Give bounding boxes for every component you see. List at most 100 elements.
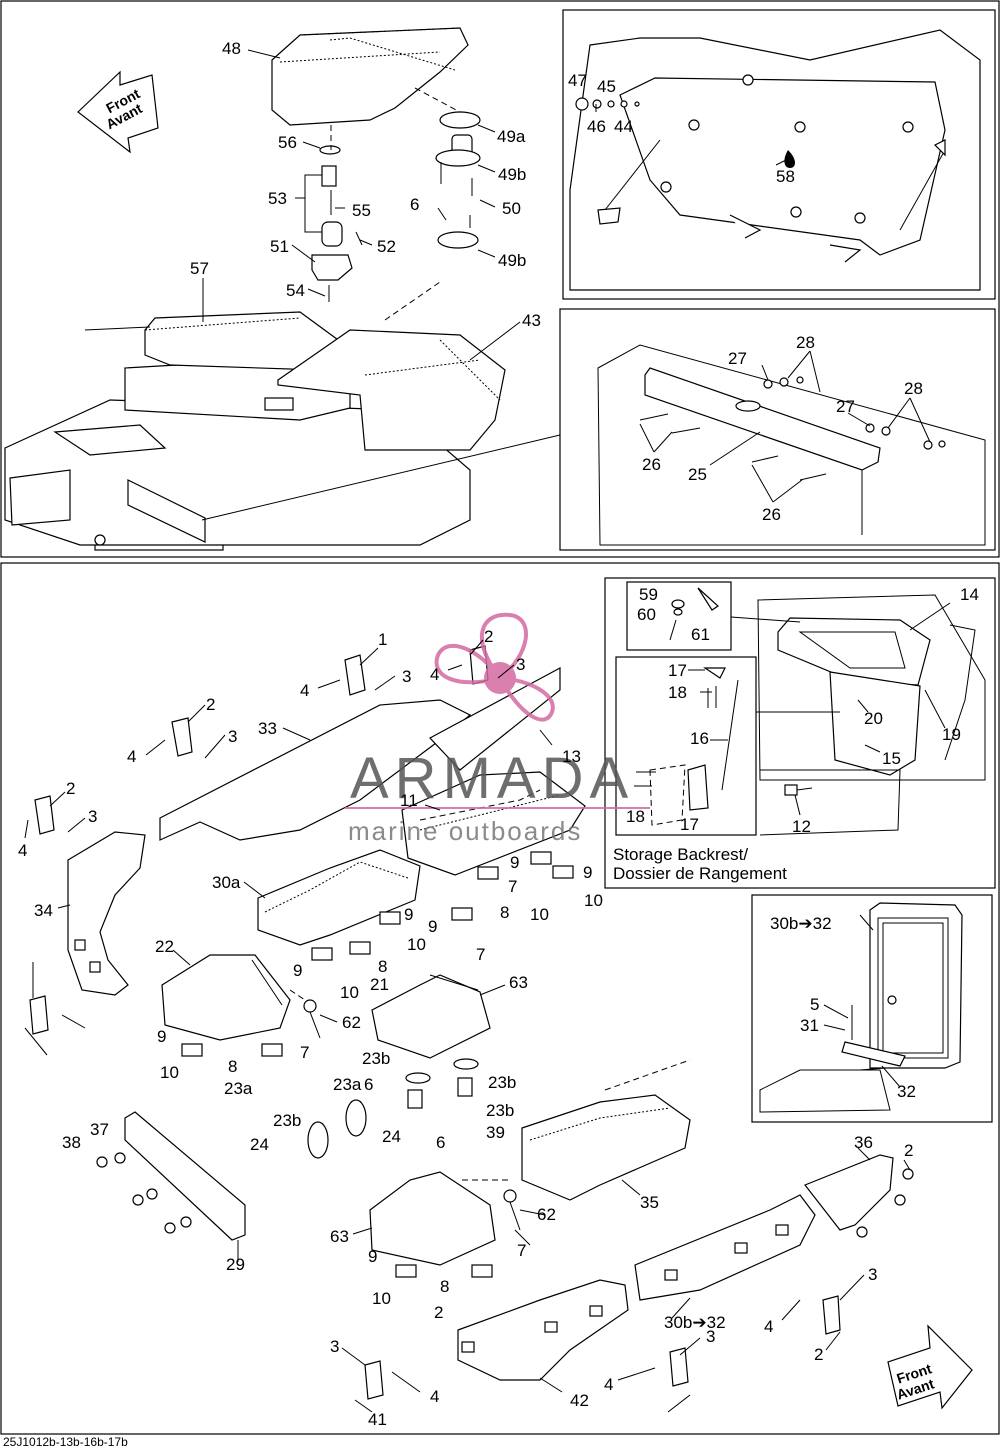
- watermark-title: ARMADA: [350, 746, 634, 811]
- callout: 32: [897, 1082, 916, 1101]
- callout: 57: [190, 259, 209, 278]
- callout: 46: [587, 117, 606, 136]
- callout: 31: [800, 1016, 819, 1035]
- callout: 56: [278, 133, 297, 152]
- callout: 21: [370, 975, 389, 994]
- callout: 50: [502, 199, 521, 218]
- bottom-main-drawing: [29, 645, 914, 1400]
- callout: 9: [157, 1027, 166, 1046]
- inset-upper-right: [562, 9, 996, 300]
- callout: 30b➔32: [664, 1313, 726, 1332]
- callout: 3: [516, 655, 525, 674]
- callout: 12: [792, 817, 811, 836]
- front-arrow-bottom: Front Avant: [887, 1324, 973, 1410]
- callout: 44: [614, 117, 633, 136]
- callout: 23a: [333, 1075, 362, 1094]
- callout: 62: [342, 1013, 361, 1032]
- callout: 23b: [273, 1111, 301, 1130]
- callout: 7: [476, 945, 485, 964]
- callout: 14: [960, 585, 979, 604]
- callout: 24: [250, 1135, 269, 1154]
- callout: 3: [330, 1337, 339, 1356]
- callout: 10: [340, 983, 359, 1002]
- callout: 17: [668, 661, 687, 680]
- inset-backrest-32: [751, 894, 993, 1123]
- callout: 7: [300, 1043, 309, 1062]
- storage-backrest-drawing: [634, 587, 986, 836]
- callout: 3: [868, 1265, 877, 1284]
- callout: 49a: [497, 127, 526, 146]
- callout: 10: [407, 935, 426, 954]
- inset-storage-strut: [615, 656, 757, 836]
- callout: 9: [510, 853, 519, 872]
- callout: 49b: [498, 165, 526, 184]
- callout: 7: [517, 1241, 526, 1260]
- callout: 35: [640, 1193, 659, 1212]
- callout: 27: [836, 397, 855, 416]
- callout: 7: [508, 877, 517, 896]
- callout: 25: [688, 465, 707, 484]
- inset-storage-backrest: [604, 577, 996, 889]
- callout: 55: [352, 201, 371, 220]
- callout: 3: [228, 727, 237, 746]
- callout: 42: [570, 1391, 589, 1410]
- callout: 30b➔32: [770, 914, 832, 933]
- callout: 3: [88, 807, 97, 826]
- callout-labels: 48 56 53 55 51 52 54 57 49a 49b 6 50 49b…: [18, 39, 979, 1429]
- callout: 27: [728, 349, 747, 368]
- bottom-frame: [0, 562, 1000, 1435]
- callout: 19: [942, 725, 961, 744]
- callout: 9: [583, 863, 592, 882]
- callout: 5: [810, 995, 819, 1014]
- callout: 9: [368, 1247, 377, 1266]
- callout: 10: [530, 905, 549, 924]
- callout: 2: [206, 695, 215, 714]
- backrest-32-drawing: [759, 902, 963, 1113]
- callout: 13: [562, 747, 581, 766]
- callout: 26: [642, 455, 661, 474]
- callout: 23a: [224, 1079, 253, 1098]
- callout: 49b: [498, 251, 526, 270]
- callout: 22: [155, 937, 174, 956]
- callout: 3: [706, 1327, 715, 1346]
- callout: 16: [690, 729, 709, 748]
- callout: 30a: [212, 873, 241, 892]
- callout: 2: [66, 779, 75, 798]
- callout: 4: [127, 747, 136, 766]
- callout: 9: [293, 961, 302, 980]
- callout: 6: [364, 1075, 373, 1094]
- callout: 61: [691, 625, 710, 644]
- callout: 2: [434, 1303, 443, 1322]
- top-frame: [0, 0, 1000, 558]
- callout: 15: [882, 749, 901, 768]
- watermark-subtitle: marine outboards: [348, 816, 582, 846]
- callout: 18: [626, 807, 645, 826]
- leader-lines: [24, 49, 951, 1413]
- callout: 10: [372, 1289, 391, 1308]
- callout: 33: [258, 719, 277, 738]
- callout: 45: [597, 77, 616, 96]
- callout: 63: [330, 1227, 349, 1246]
- watermark: ARMADA marine outboards: [345, 612, 650, 846]
- callout: 51: [270, 237, 289, 256]
- callout: 8: [378, 957, 387, 976]
- callout: 43: [522, 311, 541, 330]
- callout: 2: [814, 1345, 823, 1364]
- inset-storage-small: [626, 581, 732, 651]
- callout: 39: [486, 1123, 505, 1142]
- inset-lower-right: [559, 308, 996, 551]
- callout: 20: [864, 709, 883, 728]
- callout: 4: [18, 841, 27, 860]
- callout: 10: [160, 1063, 179, 1082]
- callout: 28: [904, 379, 923, 398]
- callout: 58: [776, 167, 795, 186]
- callout: 9: [404, 905, 413, 924]
- callout: 2: [904, 1141, 913, 1160]
- callout: 8: [500, 903, 509, 922]
- callout: 4: [430, 665, 439, 684]
- upper-right-drawing: [569, 29, 981, 291]
- callout: 26: [762, 505, 781, 524]
- storage-caption-line2: Dossier de Rangement: [613, 864, 787, 883]
- callout: 38: [62, 1133, 81, 1152]
- callout: 48: [222, 39, 241, 58]
